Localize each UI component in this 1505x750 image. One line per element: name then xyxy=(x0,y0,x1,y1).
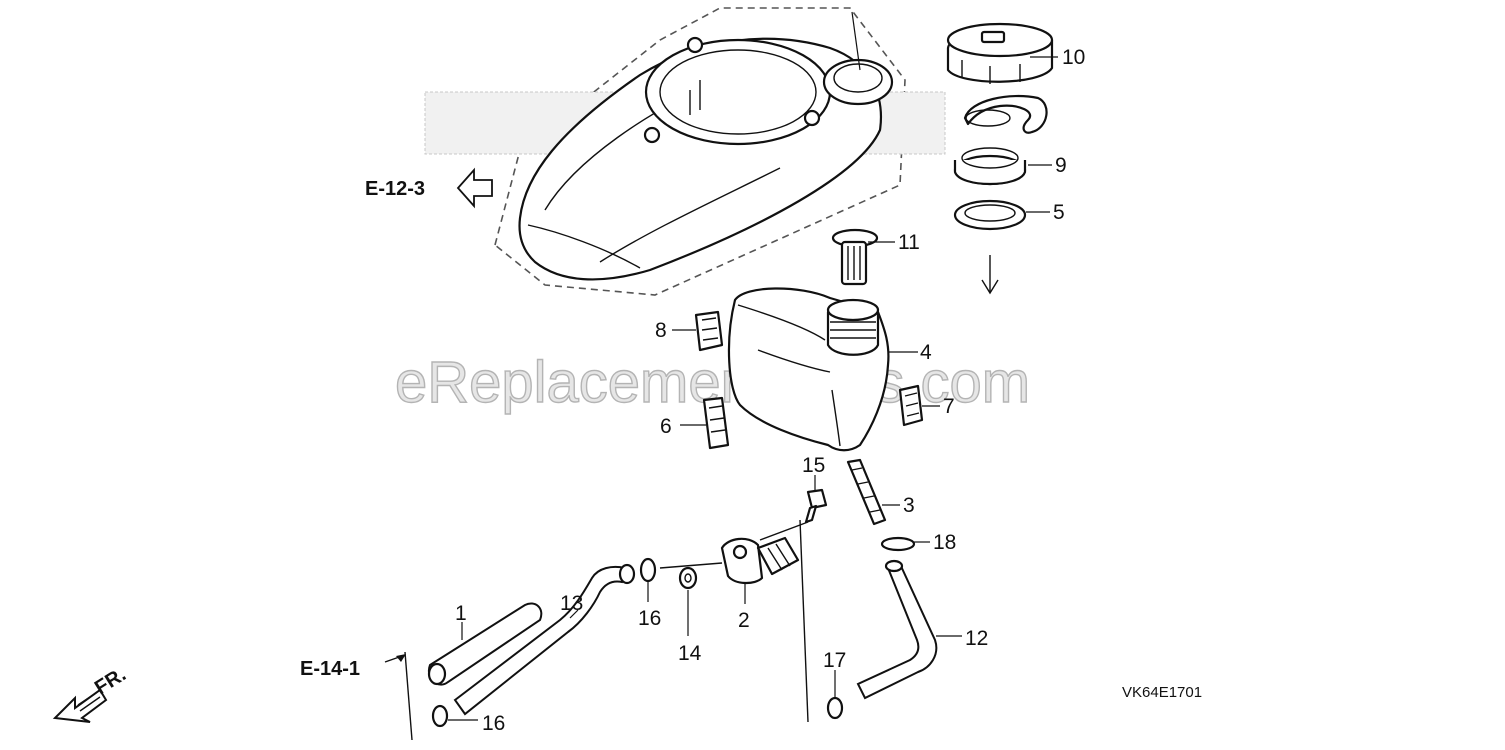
callout-8: 8 xyxy=(655,319,667,342)
part-1-tube-protector: 1 xyxy=(427,602,543,686)
arrow-front-icon xyxy=(52,688,108,723)
part-16-clip-upper: 16 xyxy=(638,557,661,630)
part-13-fuel-tube: 13 xyxy=(453,563,636,716)
ref-label-e-14-1: E-14-1 xyxy=(300,658,360,680)
part-12-fuel-tube: 12 xyxy=(856,559,988,700)
callout-10: 10 xyxy=(1062,46,1085,69)
part-18-clip: 18 xyxy=(880,531,956,554)
callout-14: 14 xyxy=(678,642,702,665)
part-8-cushion: 8 xyxy=(655,310,724,352)
callout-5: 5 xyxy=(1053,201,1065,224)
callout-15: 15 xyxy=(802,454,825,477)
callout-16-lower: 16 xyxy=(482,712,505,735)
callout-13: 13 xyxy=(560,592,583,615)
callout-2: 2 xyxy=(738,609,750,632)
part-2-fuel-cock: 2 xyxy=(659,536,800,632)
assembly-line-cap xyxy=(981,255,999,295)
part-14-washer: 14 xyxy=(678,566,702,665)
part-9-filler-ring: 9 xyxy=(953,147,1067,186)
part-7-cushion: 7 xyxy=(898,384,955,427)
callout-6: 6 xyxy=(660,415,672,438)
part-11-fuel-strainer: 11 xyxy=(831,228,920,286)
reference-e-12-3: E-12-3 xyxy=(365,167,493,209)
callout-11: 11 xyxy=(898,231,920,254)
part-10-fuel-cap: 10 xyxy=(946,22,1085,84)
callout-3: 3 xyxy=(903,494,915,517)
part-3-fuel-joint: 3 xyxy=(846,458,915,526)
part-5-gasket: 5 xyxy=(953,199,1065,231)
callout-18: 18 xyxy=(933,531,956,554)
engine-shroud-reference xyxy=(424,7,946,296)
cap-tether-strap xyxy=(963,94,1048,134)
arrow-left-outline-icon xyxy=(456,167,493,209)
callout-1: 1 xyxy=(455,602,467,625)
part-6-cushion: 6 xyxy=(660,396,730,450)
reference-e-14-1: E-14-1 xyxy=(300,651,413,741)
callout-4: 4 xyxy=(920,341,932,364)
front-direction-indicator: FR. xyxy=(52,664,130,723)
part-16-clip-lower: 16 xyxy=(431,704,505,735)
callout-17: 17 xyxy=(823,649,846,672)
bracket-line-right xyxy=(799,519,809,723)
callout-16-upper: 16 xyxy=(638,607,661,630)
callout-7: 7 xyxy=(943,395,955,418)
callout-12: 12 xyxy=(965,627,988,650)
part-15-bolt: 15 xyxy=(759,454,828,541)
callout-9: 9 xyxy=(1055,154,1067,177)
part-17-clip: 17 xyxy=(823,649,846,720)
part-4-fuel-tank: 4 xyxy=(727,287,932,452)
drawing-code: VK64E1701 xyxy=(1122,684,1202,701)
ref-label-e-12-3: E-12-3 xyxy=(365,178,425,200)
